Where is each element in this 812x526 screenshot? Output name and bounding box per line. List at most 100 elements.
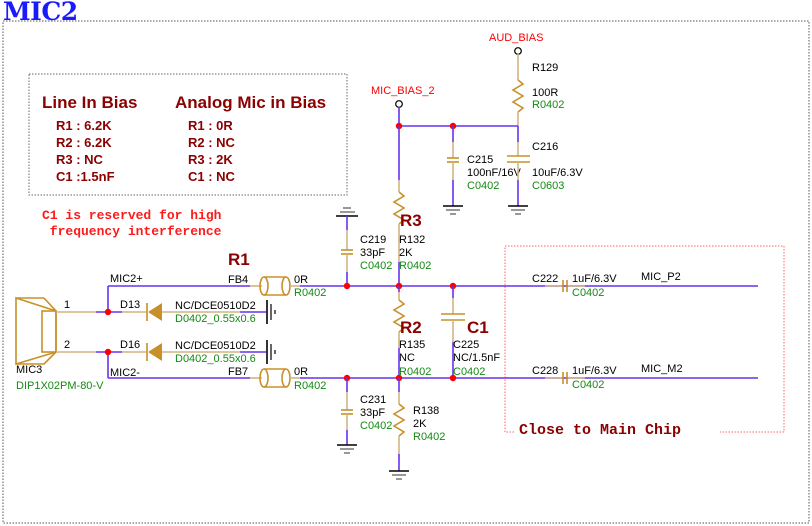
fb4-footprint: R0402 bbox=[294, 287, 326, 299]
close-to-main-chip-label: Close to Main Chip bbox=[519, 422, 681, 439]
c225-value: NC/1.5nF bbox=[453, 352, 500, 364]
c225-ref: C225 bbox=[453, 339, 479, 351]
net-label-mic2-plus: MIC2+ bbox=[110, 273, 143, 285]
c231-footprint: C0402 bbox=[360, 420, 392, 432]
fb7-value: 0R bbox=[294, 366, 308, 378]
c222-footprint: C0402 bbox=[572, 287, 604, 299]
bias-table-border bbox=[28, 73, 348, 196]
analog-mic-row: C1 : NC bbox=[188, 169, 236, 184]
c228-ref: C228 bbox=[532, 365, 558, 377]
c215-footprint: C0402 bbox=[467, 180, 499, 192]
analog-mic-row: R3 : 2K bbox=[188, 152, 233, 167]
chassis-ground-icon bbox=[266, 300, 276, 324]
d16-value: NC/DCE0510D2 bbox=[175, 340, 256, 352]
mic3-pin2-label: 2 bbox=[64, 339, 70, 351]
net-label-mic-p2: MIC_P2 bbox=[641, 271, 681, 283]
close-to-main-chip-region: Close to Main Chip bbox=[504, 245, 785, 439]
d16-ref: D16 bbox=[120, 339, 140, 351]
junction-dot bbox=[104, 308, 112, 316]
fb4-value: 0R bbox=[294, 274, 308, 286]
callout-c1: C1 bbox=[467, 318, 489, 337]
c216-ref: C216 bbox=[532, 141, 558, 153]
c1-note-line1: C1 is reserved for high bbox=[42, 208, 222, 223]
d16-footprint: D0402_0.55x0.6 bbox=[175, 353, 256, 365]
line-in-row: R1 : 6.2K bbox=[56, 118, 112, 133]
net-label-mic2-minus: MIC2- bbox=[110, 367, 140, 379]
bias-table: Line In Bias R1 : 6.2K R2 : 6.2K R3 : NC… bbox=[28, 73, 348, 196]
chassis-ground-icon bbox=[266, 340, 276, 364]
mic3-microphone-icon bbox=[15, 296, 57, 366]
line-in-heading: Line In Bias bbox=[42, 93, 137, 112]
mic3-ref: MIC3 bbox=[16, 364, 42, 376]
line-in-row: C1 :1.5nF bbox=[56, 169, 115, 184]
r129-value: 100R bbox=[532, 87, 558, 99]
c219-footprint: C0402 bbox=[360, 260, 392, 272]
callout-r2: R2 bbox=[400, 318, 422, 337]
c216-footprint: C0603 bbox=[532, 180, 564, 192]
sheet-title: MIC2 bbox=[3, 0, 78, 26]
r135-value: NC bbox=[399, 352, 415, 364]
c222-ref: C222 bbox=[532, 273, 558, 285]
r129-ref: R129 bbox=[532, 62, 558, 74]
r135-ref: R135 bbox=[399, 339, 425, 351]
fb7-ferrite-bead-icon bbox=[259, 368, 291, 388]
c228-footprint: C0402 bbox=[572, 379, 604, 391]
c1-note-line2: frequency interference bbox=[42, 224, 222, 239]
d13-ref: D13 bbox=[120, 299, 140, 311]
callout-r3: R3 bbox=[400, 211, 422, 230]
c219-value: 33pF bbox=[360, 247, 385, 259]
r129-footprint: R0402 bbox=[532, 99, 564, 111]
mic-bias-2-port-icon bbox=[395, 100, 403, 108]
fb4-ferrite-bead-icon bbox=[259, 276, 291, 296]
d13-diode-icon bbox=[146, 303, 162, 321]
ground-icon bbox=[337, 444, 357, 454]
junction-dot bbox=[104, 348, 112, 356]
net-label-mic-bias-2: MIC_BIAS_2 bbox=[371, 85, 435, 97]
fb7-footprint: R0402 bbox=[294, 380, 326, 392]
ground-icon bbox=[443, 205, 463, 215]
r135-resistor-icon bbox=[392, 299, 406, 333]
r138-value: 2K bbox=[413, 418, 427, 430]
ground-icon bbox=[508, 205, 528, 215]
ground-icon bbox=[336, 207, 358, 217]
r129-resistor-icon bbox=[511, 79, 525, 113]
fb7-ref: FB7 bbox=[228, 366, 248, 378]
junction-dot bbox=[449, 374, 457, 382]
c219-ref: C219 bbox=[360, 234, 386, 246]
r135-footprint: R0402 bbox=[399, 366, 431, 378]
r132-value: 2K bbox=[399, 247, 413, 259]
callout-r1: R1 bbox=[228, 250, 250, 269]
r132-resistor-icon bbox=[392, 191, 406, 225]
aud-bias-port-icon bbox=[514, 47, 522, 55]
d13-value: NC/DCE0510D2 bbox=[175, 300, 256, 312]
c228-value: 1uF/6.3V bbox=[572, 365, 617, 377]
c215-value: 100nF/16V bbox=[467, 167, 521, 179]
net-label-aud-bias: AUD_BIAS bbox=[489, 32, 543, 44]
analog-mic-heading: Analog Mic in Bias bbox=[175, 93, 326, 112]
r138-resistor-icon bbox=[392, 403, 406, 437]
c216-value: 10uF/6.3V bbox=[532, 167, 583, 179]
analog-mic-row: R1 : 0R bbox=[188, 118, 233, 133]
d16-diode-icon bbox=[146, 343, 162, 361]
c215-ref: C215 bbox=[467, 154, 493, 166]
c225-footprint: C0402 bbox=[453, 366, 485, 378]
net-label-mic-m2: MIC_M2 bbox=[641, 363, 683, 375]
mic3-pin1-label: 1 bbox=[64, 299, 70, 311]
d13-footprint: D0402_0.55x0.6 bbox=[175, 313, 256, 325]
mic3-footprint: DIP1X02PM-80-V bbox=[16, 380, 104, 392]
c222-value: 1uF/6.3V bbox=[572, 273, 617, 285]
r132-footprint: R0402 bbox=[399, 260, 431, 272]
r138-footprint: R0402 bbox=[413, 431, 445, 443]
line-in-row: R2 : 6.2K bbox=[56, 135, 112, 150]
label-bg bbox=[515, 420, 720, 438]
junction-dot bbox=[343, 282, 351, 290]
ground-icon bbox=[389, 470, 409, 480]
fb4-ref: FB4 bbox=[228, 274, 248, 286]
c231-ref: C231 bbox=[360, 394, 386, 406]
c231-value: 33pF bbox=[360, 407, 385, 419]
r138-ref: R138 bbox=[413, 405, 439, 417]
r132-ref: R132 bbox=[399, 234, 425, 246]
analog-mic-row: R2 : NC bbox=[188, 135, 236, 150]
line-in-row: R3 : NC bbox=[56, 152, 104, 167]
